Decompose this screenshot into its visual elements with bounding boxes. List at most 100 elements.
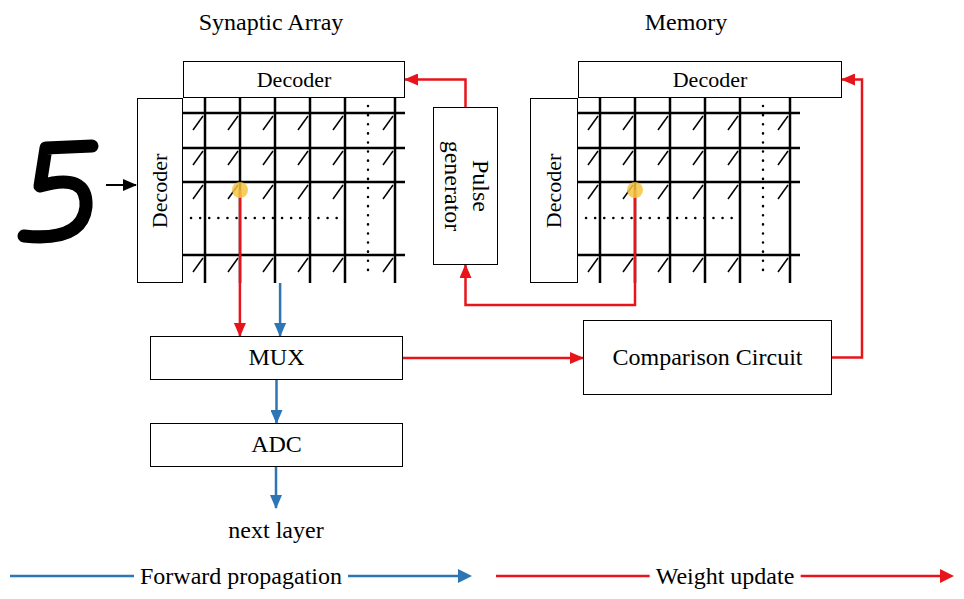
- device-mark: [728, 185, 738, 199]
- bit-line: [704, 98, 707, 283]
- device-mark: [263, 116, 273, 130]
- device-mark: [193, 185, 203, 199]
- box-label: ADC: [251, 431, 302, 459]
- weight-update-arrow: [403, 357, 583, 360]
- bit-line: [204, 98, 207, 283]
- dotted-row: [191, 217, 345, 220]
- device-mark: [778, 185, 788, 199]
- legend-text: Forward propagation: [134, 563, 348, 590]
- device-mark: [623, 258, 633, 272]
- device-mark: [333, 151, 343, 165]
- selected-cell: [627, 182, 643, 198]
- bit-line: [669, 98, 672, 283]
- device-mark: [693, 116, 703, 130]
- forward-arrow: [279, 283, 282, 336]
- word-line: [578, 181, 800, 184]
- word-line: [578, 112, 800, 115]
- box-label: MUX: [248, 344, 304, 372]
- word-line: [578, 254, 800, 257]
- device-mark: [228, 151, 238, 165]
- device-mark: [588, 258, 598, 272]
- forward-arrow: [275, 380, 278, 423]
- device-mark: [728, 116, 738, 130]
- legend-arrowhead: [940, 569, 954, 583]
- synaptic-array: Synaptic ArrayDecoderDecoder: [137, 61, 405, 283]
- device-mark: [623, 116, 633, 130]
- output-arrow: [275, 467, 278, 508]
- selected-cell: [232, 182, 248, 198]
- legend-arrowhead: [458, 569, 472, 583]
- bit-line: [274, 98, 277, 283]
- device-mark: [333, 258, 343, 272]
- device-mark: [263, 185, 273, 199]
- bit-line: [309, 98, 312, 283]
- bit-line: [394, 98, 397, 283]
- decoder-box: Decoder: [578, 61, 842, 98]
- decoder-box: Decoder: [137, 98, 183, 283]
- device-mark: [693, 185, 703, 199]
- device-mark: [263, 151, 273, 165]
- device-mark: [298, 185, 308, 199]
- bit-line: [789, 98, 792, 283]
- bit-line: [739, 98, 742, 283]
- device-mark: [778, 151, 788, 165]
- device-mark: [263, 258, 273, 272]
- device-mark: [333, 185, 343, 199]
- pulse-generator-box: Pulse generator: [433, 107, 498, 265]
- device-mark: [298, 116, 308, 130]
- word-line: [183, 181, 405, 184]
- legend-entry: Forward propagation: [8, 559, 474, 593]
- word-line: [183, 147, 405, 150]
- legend-entry: Weight update: [494, 559, 956, 593]
- device-mark: [658, 185, 668, 199]
- selected-cell-line: [634, 190, 637, 283]
- decoder-box: Decoder: [530, 98, 578, 283]
- word-line: [578, 147, 800, 150]
- device-mark: [693, 151, 703, 165]
- device-mark: [623, 151, 633, 165]
- device-mark: [298, 258, 308, 272]
- device-mark: [193, 116, 203, 130]
- digit-five: [24, 146, 92, 237]
- device-mark: [383, 116, 393, 130]
- legend-text: Weight update: [650, 563, 801, 590]
- box-label: Decoder: [673, 67, 748, 92]
- device-mark: [228, 116, 238, 130]
- output-label: next layer: [228, 517, 323, 544]
- crossbar-grids: [183, 98, 800, 283]
- dotted-column: [762, 106, 765, 277]
- adc-box: ADC: [150, 423, 403, 467]
- device-mark: [383, 151, 393, 165]
- device-mark: [228, 258, 238, 272]
- box-label: Pulse generator: [438, 113, 493, 259]
- memory-array: MemoryDecoderDecoder: [530, 61, 842, 283]
- device-mark: [588, 151, 598, 165]
- device-mark: [588, 185, 598, 199]
- device-mark: [728, 258, 738, 272]
- device-mark: [658, 258, 668, 272]
- array-heading: Synaptic Array: [199, 9, 344, 37]
- device-mark: [693, 258, 703, 272]
- mux-box: MUX: [150, 336, 403, 380]
- word-line: [183, 254, 405, 257]
- bit-line: [344, 98, 347, 283]
- weight-update-arrow: [239, 283, 242, 336]
- array-heading: Memory: [645, 9, 728, 37]
- box-label: Decoder: [257, 67, 332, 92]
- input-arrow: [106, 184, 136, 186]
- device-mark: [298, 151, 308, 165]
- device-mark: [658, 151, 668, 165]
- box-label: Decoder: [147, 153, 172, 228]
- device-mark: [193, 151, 203, 165]
- box-label: Decoder: [541, 153, 566, 228]
- comparison-circuit-box: Comparison Circuit: [583, 320, 832, 395]
- selected-cell-line: [239, 190, 242, 283]
- device-mark: [778, 116, 788, 130]
- device-mark: [383, 258, 393, 272]
- dotted-column: [367, 106, 370, 277]
- weight-update-arrow: [832, 80, 862, 358]
- bit-line: [599, 98, 602, 283]
- decoder-box: Decoder: [183, 61, 405, 98]
- device-mark: [658, 116, 668, 130]
